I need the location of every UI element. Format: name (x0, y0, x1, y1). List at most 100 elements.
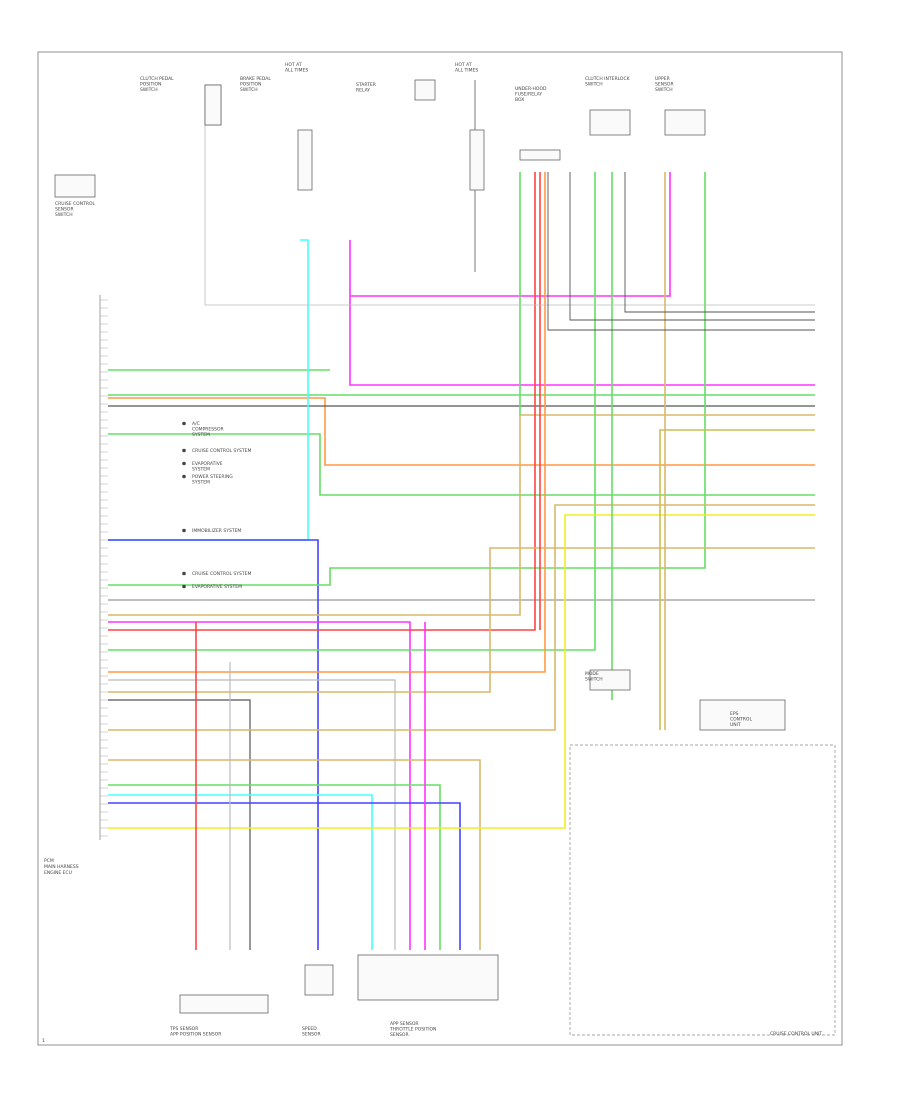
side-label-line: CRUISE CONTROL SYSTEM (192, 448, 251, 454)
clutch_top-label-line: CLUTCH PEDAL (140, 76, 174, 82)
tps-label-line: APP POSITION SENSOR (170, 1032, 221, 1038)
cruise_unit-box (569, 744, 836, 1036)
wire-green-6 (108, 784, 441, 950)
side-label-line: EVAPORATIVE (192, 461, 223, 467)
wire-gray-3 (108, 699, 251, 950)
wire-blue-2 (108, 802, 461, 950)
cruise_switch-label-line: CRUISE CONTROL (55, 201, 95, 207)
side-label-line: CRUISE CONTROL SYSTEM (192, 571, 251, 577)
fuse_a-label-line: HOT AT (285, 62, 302, 68)
pcm-label-line-1: PCM (44, 858, 54, 864)
side-label-line: EVAPORATIVE SYSTEM (192, 584, 242, 590)
app_sensor-label-line: THROTTLE POSITION (389, 1027, 436, 1033)
cruise_switch-label-line: SWITCH (55, 212, 73, 218)
pcm-label-line-2: MAIN HARNESS (44, 864, 79, 870)
pcm-pin-labels (99, 295, 108, 840)
cruise_switch-box (54, 174, 96, 198)
clutch_interlock-label-line: CLUTCH INTERLOCK (585, 76, 631, 82)
upper_sensor-label-line: SENSOR (655, 82, 674, 88)
wire-green-4 (108, 172, 706, 586)
starter_relay-label-line: STARTER (356, 82, 376, 88)
wire-cyan-2 (108, 794, 373, 950)
wire-orange-1 (108, 397, 815, 466)
side-label-line: SYSTEM (192, 480, 210, 486)
speed_sensor-label-line: SENSOR (302, 1032, 321, 1038)
mode_switch-box (589, 669, 631, 691)
starter_relay-box (414, 79, 436, 101)
side-label-line: A/C (192, 421, 200, 427)
clutch_interlock-box (589, 109, 631, 136)
wire-magenta-top (350, 172, 671, 297)
splice-dot (182, 448, 186, 453)
eps-label-line: EPS (730, 711, 739, 717)
pcm-label-line-3: ENGINE ECU (44, 870, 72, 876)
brake_top-box (204, 84, 222, 126)
wire-green-5 (108, 172, 596, 651)
eps-label-line: UNIT (730, 722, 741, 728)
page-frame (37, 51, 843, 1046)
wire-magenta-mid (349, 240, 815, 386)
app_sensor-box (357, 954, 499, 1001)
wire-blue-1 (108, 539, 319, 950)
fuse_b-box (469, 129, 485, 191)
tps-box (179, 994, 269, 1014)
cruise_unit-label-line: CRUISE CONTROL UNIT (770, 1031, 822, 1037)
upper_sensor-box (664, 109, 706, 136)
side-label-line: SYSTEM (192, 467, 210, 473)
wire-orange-2 (108, 172, 546, 673)
splice-dot (182, 474, 186, 479)
wire-green-3 (108, 433, 815, 496)
wire-tan-2 (108, 547, 815, 693)
mode_switch-label-line: SWITCH (585, 677, 603, 683)
wire-gray-6 (547, 172, 815, 331)
underhood_fuse-box (519, 149, 561, 161)
side-label-line: POWER STEERING (192, 474, 233, 480)
speed_sensor-label-line: SPEED (302, 1026, 317, 1032)
wire-tan-1 (108, 414, 815, 616)
fuse_b-label-line: HOT AT (455, 62, 472, 68)
app_sensor-label-line: SENSOR (390, 1032, 409, 1038)
upper_sensor-label-line: UPPER (655, 76, 670, 82)
underhood_fuse-label-line: FUSE/RELAY (515, 92, 542, 98)
splice-dot (182, 571, 186, 576)
side-label-line: COMPRESSOR (192, 427, 224, 433)
side-label-line: IMMOBILIZER SYSTEM (192, 528, 241, 534)
wire-gray-5 (569, 172, 815, 321)
upper_sensor-label-line: SWITCH (655, 87, 673, 93)
side-label: CRUISE CONTROL SYSTEM (192, 571, 251, 577)
speed_sensor-box (304, 964, 334, 996)
tps-label-line: TPS SENSOR (169, 1026, 198, 1032)
wire-gray-4 (624, 172, 815, 313)
starter_relay-label-line: RELAY (356, 88, 370, 94)
clutch_top-label-line: POSITION (140, 82, 161, 88)
wire-lgray-1 (108, 679, 396, 950)
brake_top-label-line: POSITION (240, 82, 261, 88)
clutch_interlock-label-line: SWITCH (585, 82, 603, 88)
wire-red-1 (108, 172, 536, 631)
wires-layer (108, 80, 815, 950)
wire-magenta-2 (108, 621, 411, 950)
underhood_fuse-label-line: UNDER-HOOD (515, 86, 547, 92)
side-label-line: SYSTEM (192, 432, 210, 438)
fuse_b-label-line: ALL TIMES (455, 68, 478, 74)
clutch_top-label-line: SWITCH (140, 87, 158, 93)
wire-yellow-1 (108, 514, 815, 829)
splice-dot (182, 584, 186, 589)
fuse_a-label-line: ALL TIMES (285, 68, 308, 74)
